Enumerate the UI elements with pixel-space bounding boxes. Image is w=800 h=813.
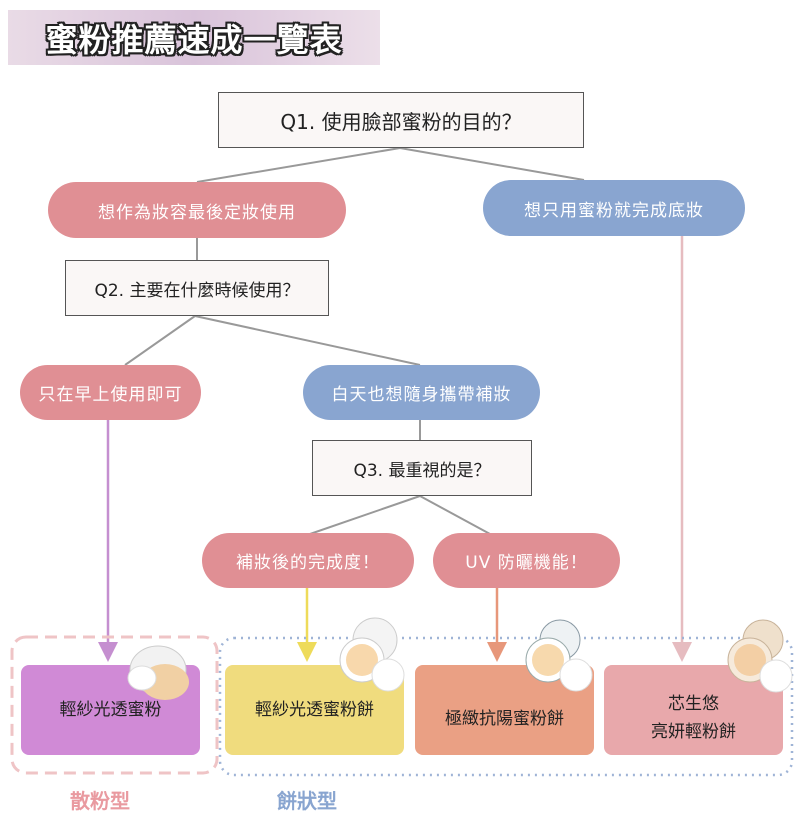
option-uv: UV 防曬機能！ (433, 533, 620, 588)
question-2: Q2. 主要在什麼時候使用？ (65, 260, 329, 316)
product-loose-powder: 輕紗光透蜜粉 (21, 665, 200, 755)
option-carry-daytime: 白天也想隨身攜帶補妝 (303, 365, 540, 420)
option-final-setting: 想作為妝容最後定妝使用 (48, 182, 346, 238)
product-uv-pressed-powder: 極緻抗陽蜜粉餅 (415, 665, 594, 755)
loose-group-border (10, 635, 219, 775)
option-finish: 補妝後的完成度！ (202, 533, 414, 588)
product-name-line2: 亮妍輕粉餅 (651, 722, 736, 742)
product-name-line1: 芯生悠 (668, 694, 719, 714)
question-3: Q3. 最重視的是？ (312, 440, 532, 496)
option-morning-only: 只在早上使用即可 (20, 365, 201, 420)
product-pressed-powder: 輕紗光透蜜粉餅 (225, 665, 404, 755)
group-label-loose: 散粉型 (70, 789, 130, 813)
pressed-group-border (218, 636, 794, 777)
question-1: Q1. 使用臉部蜜粉的目的？ (218, 92, 584, 148)
product-radiant-powder: 芯生悠 亮妍輕粉餅 (604, 665, 783, 755)
group-label-pressed: 餅狀型 (277, 789, 337, 813)
product-name: 輕紗光透蜜粉餅 (255, 700, 374, 720)
page-title: 蜜粉推薦速成一覽表 (8, 10, 380, 65)
product-name: 輕紗光透蜜粉 (59, 700, 162, 720)
option-powder-only: 想只用蜜粉就完成底妝 (483, 180, 745, 236)
product-name: 極緻抗陽蜜粉餅 (445, 709, 564, 729)
